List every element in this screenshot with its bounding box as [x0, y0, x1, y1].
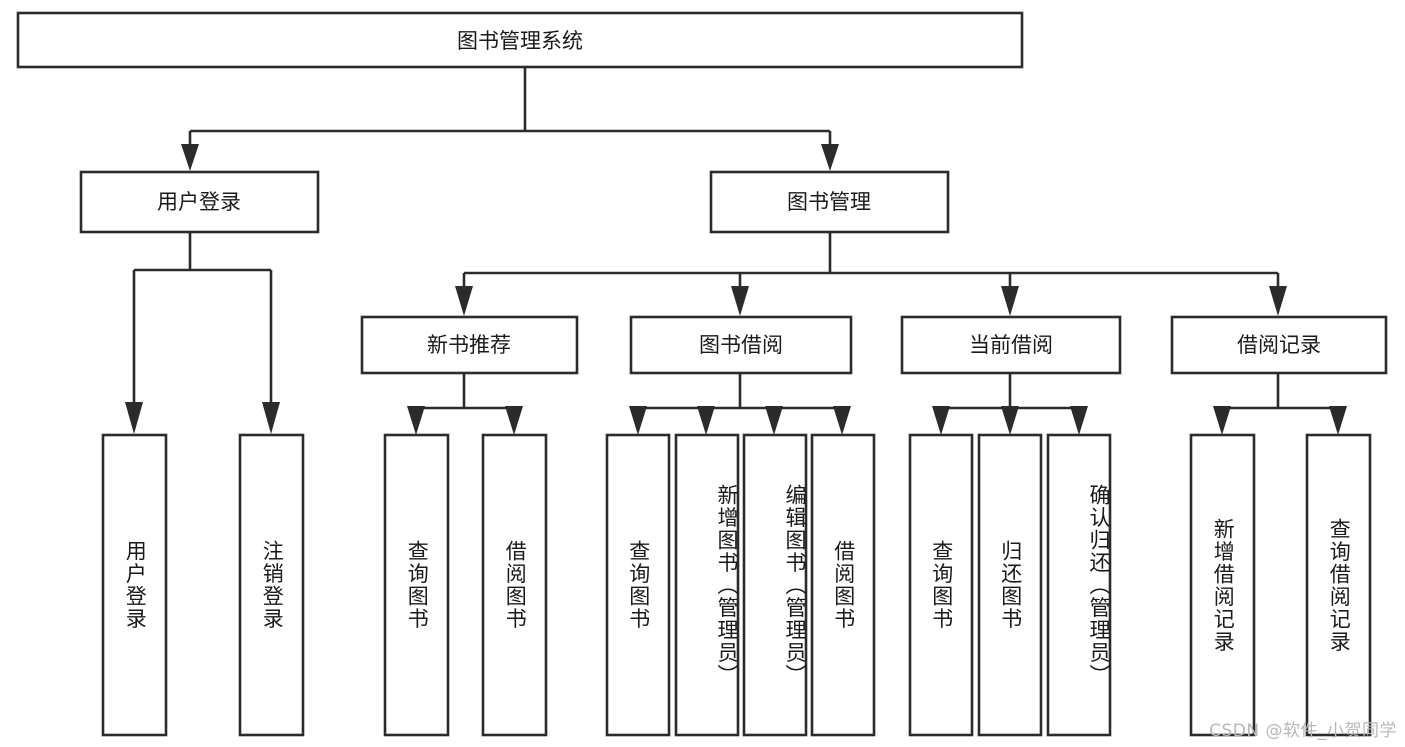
leaf-label-book-borrow-4: 借阅图书	[831, 540, 856, 630]
node-root[interactable]: 图书管理系统	[16, 11, 1024, 69]
connector-group-book-borrow	[629, 373, 851, 435]
arrow-user-login-leaf-2	[262, 402, 280, 434]
node-borrow-record[interactable]: 借阅记录	[1170, 315, 1388, 375]
node-book-mgmt-label: 图书管理	[787, 190, 871, 214]
leaf-label-book-borrow-1: 查询图书	[626, 540, 651, 630]
node-book-mgmt-box[interactable]	[709, 170, 950, 234]
arrow-user-login-leaf-1	[125, 402, 143, 434]
leaf-box-book-borrow-2[interactable]	[674, 433, 740, 737]
arrow-root-to-book-mgmt	[821, 144, 839, 171]
leaf-label-user-login-2: 注销登录	[260, 540, 285, 630]
node-root-box[interactable]	[16, 11, 1024, 69]
arrow-new-book-leaf-2	[505, 406, 523, 435]
node-book-borrow[interactable]: 图书借阅	[629, 315, 853, 375]
arrow-borrow-record-leaf-1	[1213, 406, 1231, 435]
leaf-label-new-book-2: 借阅图书	[503, 540, 528, 630]
leaf-box-book-borrow-1[interactable]	[605, 433, 671, 737]
node-new-book-recommend-box[interactable]	[360, 315, 579, 375]
connector-group-new-book	[407, 373, 523, 435]
leaf-box-current-borrow-3[interactable]	[1046, 433, 1112, 737]
leaf-box-borrow-record-1[interactable]	[1189, 433, 1256, 737]
arrow-book-borrow-leaf-4	[833, 406, 851, 435]
arrow-new-book-leaf-1	[407, 406, 425, 435]
connector-group-root	[181, 67, 839, 171]
leaf-box-current-borrow-1[interactable]	[908, 433, 974, 737]
leaf-label-current-borrow-3: 确认归还（管理员）	[1087, 483, 1111, 687]
connector-group-book-mgmt	[455, 232, 1287, 316]
leaf-label-user-login-1: 用户登录	[123, 540, 148, 630]
arrow-current-borrow-leaf-3	[1070, 406, 1088, 435]
leaf-box-user-login-2[interactable]	[238, 433, 305, 737]
leaf-label-book-borrow-3: 编辑图书（管理员）	[783, 483, 807, 687]
node-new-book-recommend[interactable]: 新书推荐	[360, 315, 579, 375]
leaf-box-new-book-2[interactable]	[481, 433, 548, 737]
node-current-borrow-label: 当前借阅	[969, 333, 1053, 357]
leaf-label-current-borrow-2: 归还图书	[998, 540, 1023, 630]
leaf-box-borrow-record-2[interactable]	[1305, 433, 1372, 737]
arrow-current-borrow-leaf-1	[932, 406, 950, 435]
node-current-borrow[interactable]: 当前借阅	[900, 315, 1122, 375]
arrow-current-borrow-leaf-2	[1001, 406, 1019, 435]
leaf-box-new-book-1[interactable]	[383, 433, 450, 737]
leaf-label-borrow-record-2: 查询借阅记录	[1327, 517, 1352, 653]
node-root-label: 图书管理系统	[457, 29, 583, 53]
node-book-mgmt[interactable]: 图书管理	[709, 170, 950, 234]
node-borrow-record-box[interactable]	[1170, 315, 1388, 375]
leaf-box-user-login-1[interactable]	[101, 433, 168, 737]
arrow-book-mgmt-to-current-borrow	[1001, 286, 1019, 316]
leaf-box-current-borrow-2[interactable]	[977, 433, 1043, 737]
connector-group-current-borrow	[932, 373, 1088, 435]
node-user-login[interactable]: 用户登录	[79, 170, 320, 234]
arrow-book-mgmt-to-book-borrow	[731, 286, 749, 316]
node-book-borrow-label: 图书借阅	[699, 333, 783, 357]
csdn-watermark: CSDN @软件_小贺同学	[1209, 721, 1397, 741]
leaf-label-borrow-record-1: 新增借阅记录	[1211, 517, 1236, 653]
node-current-borrow-box[interactable]	[900, 315, 1122, 375]
arrow-book-borrow-leaf-1	[629, 406, 647, 435]
node-user-login-label: 用户登录	[157, 190, 241, 214]
node-user-login-box[interactable]	[79, 170, 320, 234]
connector-group-user-login	[125, 232, 280, 434]
connector-group-borrow-record	[1213, 373, 1347, 435]
node-borrow-record-label: 借阅记录	[1237, 333, 1321, 357]
arrow-borrow-record-leaf-2	[1329, 406, 1347, 435]
arrow-book-mgmt-to-new-book	[455, 286, 473, 316]
leaf-box-book-borrow-4[interactable]	[810, 433, 876, 737]
leaf-box-book-borrow-3[interactable]	[742, 433, 808, 737]
arrow-root-to-user-login	[181, 144, 199, 171]
arrow-book-borrow-leaf-2	[697, 406, 715, 435]
node-book-borrow-box[interactable]	[629, 315, 853, 375]
arrow-book-borrow-leaf-3	[765, 406, 783, 435]
node-new-book-recommend-label: 新书推荐	[427, 333, 511, 357]
leaf-label-current-borrow-1: 查询图书	[929, 540, 954, 630]
leaf-label-book-borrow-2: 新增图书（管理员）	[715, 483, 739, 687]
leaf-label-new-book-1: 查询图书	[405, 540, 430, 630]
arrow-book-mgmt-to-borrow-record	[1269, 286, 1287, 316]
